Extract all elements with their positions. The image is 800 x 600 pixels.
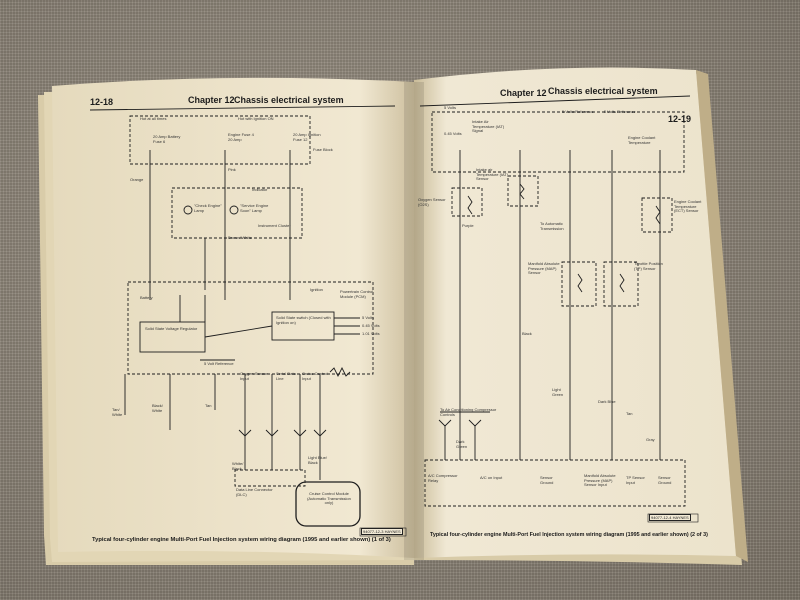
left-caption: Typical four-cylinder engine Multi-Port …: [92, 537, 391, 543]
left-chapter: Chapter 12: [188, 95, 235, 105]
label-fuse-block: Fuse Block: [313, 147, 333, 152]
label-service-lamp: "Service Engine Soon" Lamp: [240, 203, 269, 213]
label-indicator: Indicator: [252, 187, 268, 192]
label-oxygen-input: Oxygen Sensor Input: [240, 371, 268, 381]
label-101-volts: 1.01 Volts: [362, 331, 380, 336]
label-r-wire-tan: Tan: [626, 411, 633, 416]
label-wire-black-white: Black/ White: [152, 403, 163, 413]
label-r-5v-ref-2: 5 Volts Reference: [604, 109, 636, 114]
left-section: Chassis electrical system: [234, 95, 344, 105]
label-r-wire-gray: Gray: [646, 437, 655, 442]
label-ect-sensor: Engine Coolant Temperature (ECT) Sensor: [674, 199, 702, 213]
label-cruise-module: Cruise Control Module (Automatic Transmi…: [307, 491, 351, 505]
label-cruise-input: Cruise Control Input: [302, 371, 328, 381]
right-caption: Typical four-cylinder engine Multi-Port …: [430, 532, 708, 538]
left-figure-code: 94077-12-3 HAYNES: [361, 528, 403, 535]
label-serial-data: Serial Data Line: [276, 371, 296, 381]
label-iat-signal: Intake Air Temperature (IAT) Signal: [472, 119, 505, 133]
label-sensor-ground: Sensor Ground: [540, 475, 554, 485]
label-pcm: Powertrain Control Module (PCM): [340, 289, 374, 299]
label-fuse-ign: 20 Amp Ignition Fuse 12: [293, 132, 321, 142]
right-page-number: 12-19: [668, 114, 692, 124]
label-to-transmission: To Automatic Transmission: [540, 221, 564, 231]
label-wire-orange: Orange: [130, 177, 144, 182]
left-page: [52, 77, 414, 558]
label-tp-input: TP Sensor Input: [626, 475, 645, 485]
right-wiring-diagram: [419, 95, 699, 523]
label-r-wire-dark-blue: Dark Blue: [598, 399, 616, 404]
label-instrument-cluster: Instrument Cluster: [258, 223, 291, 228]
label-sensor-ground-2: Sensor Ground: [658, 475, 672, 485]
label-045-volts: 0.45 Volts: [362, 323, 380, 328]
left-page-number: 12-18: [90, 97, 114, 107]
label-map-sensor: Manifold Absolute Pressure (MAP) Sensor: [528, 261, 560, 275]
right-chapter: Chapter 12: [500, 88, 547, 98]
label-wire-tan-white: Tan/ White: [112, 407, 123, 417]
label-r-5-volts: 5 Volts: [444, 105, 457, 110]
label-fuse-engine: Engine Fuse 4 20 Amp: [228, 132, 254, 142]
right-page: [414, 67, 736, 559]
right-figure-code: 94077-12-4 HAYNES: [649, 514, 691, 521]
label-solid-state-switch: Solid State switch (Closed with Ignition…: [276, 315, 331, 325]
label-dlc: Data Line Connector (DLC): [236, 487, 273, 497]
label-check-lamp: "Check Engine" Lamp: [194, 203, 222, 213]
label-tp-sensor: Throttle Position (TP) Sensor: [634, 261, 663, 271]
label-ac-controls: To Air Conditioning Compressor Controls: [440, 407, 497, 417]
label-ac-on-input: A/C on Input: [480, 475, 503, 480]
label-wire-tan: Tan: [205, 403, 212, 408]
label-hot-ign-on: Hot with Ignition ON: [238, 116, 274, 121]
label-5-volts: 5 Volts: [362, 315, 375, 320]
label-r-5v-ref-1: 5 Volts Reference: [562, 109, 594, 114]
label-r-045-volts: 0.45 Volts: [444, 131, 462, 136]
label-5v-reference: 5 Volt Reference: [204, 361, 234, 366]
label-ac-compressor-relay: A/C Compressor Relay: [428, 473, 458, 483]
label-map-input: Manifold Absolute Pressure (MAP) Sensor …: [584, 473, 616, 487]
label-ignition: Ignition: [310, 287, 323, 292]
label-wire-light-blue-black: Light Blue/ Black: [308, 455, 327, 465]
label-r-wire-light-green: Light Green: [552, 387, 564, 397]
label-fuse-battery: 20 Amp Battery Fuse 6: [153, 134, 181, 144]
label-engine-coolant: Engine Coolant Temperature: [628, 135, 656, 145]
label-r-wire-dark-green: Dark Green: [456, 439, 468, 449]
label-r-wire-black: Black: [522, 331, 532, 336]
label-oxygen-sensor: Oxygen Sensor (O2S): [418, 197, 446, 207]
label-voltage-regulator: Solid State Voltage Regulator: [145, 326, 198, 331]
label-wire-brown-white: Brown/ White: [228, 235, 252, 240]
label-wire-pink: Pink: [228, 167, 236, 172]
label-battery: Battery: [140, 295, 153, 300]
label-wire-white-black: White/ Black: [232, 461, 244, 471]
right-section: Chassis electrical system: [548, 86, 658, 96]
label-iat-sensor: Intake air Temperature (IAT) Sensor: [476, 167, 509, 181]
label-hot-at-all-times: Hot at all times: [140, 116, 167, 121]
label-r-wire-purple: Purple: [462, 223, 474, 228]
